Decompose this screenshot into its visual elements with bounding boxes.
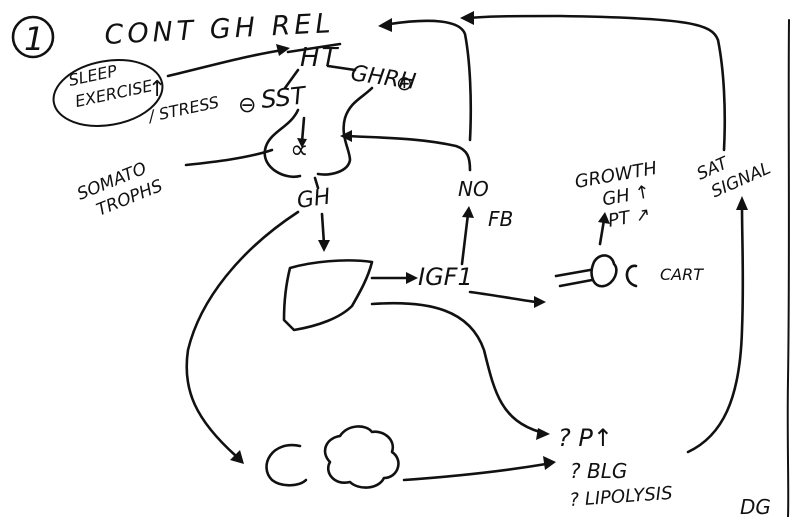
fat-to-effects-arrow: [402, 462, 548, 482]
liver-to-igf-arrowhead: [406, 272, 418, 284]
liver-to-effects-arrowhead: [536, 428, 550, 440]
sst-sign: ⊖: [238, 93, 256, 118]
sleep-exercise-circle: [52, 59, 164, 127]
igf-to-plate-line: [468, 290, 538, 304]
sleep-to-ht-arrowhead: [276, 44, 290, 56]
feedback-to-ht-arrowhead: [378, 18, 392, 32]
sst-down-arrow: [300, 116, 306, 144]
igf1-label: IGF1: [418, 263, 473, 291]
igf-to-fb-arrow: [460, 212, 470, 266]
gh-label: GH: [295, 185, 332, 214]
signal-to-top-arrowhead: [460, 11, 474, 25]
section-number-circle: [11, 15, 55, 59]
plate-line-lower: [558, 278, 594, 288]
feedback-to-pituitary-arrowhead: [340, 130, 352, 142]
sleep-to-ht-arrow: [166, 48, 285, 78]
somatotrophs-label: SOMATO TROPHS: [74, 156, 165, 226]
plate-up-arrowhead: [598, 212, 610, 224]
ghrh-sign: ⊕: [396, 71, 413, 95]
signal-to-top-line: [468, 14, 727, 152]
effect-lipolysis: ? LIPOLYSIS: [569, 483, 673, 511]
no-label: NO: [458, 177, 489, 201]
gh-down-arrow: [320, 212, 326, 246]
liver-to-effects-curve: [370, 301, 542, 434]
effect-protein: ? P↑: [558, 424, 613, 452]
plate-up-arrow: [598, 218, 606, 246]
effects-to-signal-arrowhead: [736, 196, 748, 210]
somatotrophs-pointer: [184, 148, 274, 167]
sleep-exercise-arrow: ↑: [148, 77, 166, 102]
fat-to-effects-arrowhead: [543, 456, 556, 470]
sst-label: SST: [260, 81, 309, 114]
liver-shape: [282, 259, 374, 332]
pit-to-gh-arrow: [313, 176, 320, 190]
feedback-to-pituitary-line: [346, 134, 472, 172]
fb-label: FB: [488, 207, 513, 231]
ht-to-ghrh-arrow: [326, 64, 357, 72]
igf-to-plate-arrowhead: [534, 296, 546, 308]
effects-to-signal-line: [686, 204, 745, 454]
sst-down-arrowhead: [297, 138, 307, 148]
section-number: 1: [24, 20, 44, 58]
plate-line-upper: [554, 268, 592, 278]
adipose-arc: [265, 443, 308, 487]
cartilage-arc: [625, 264, 638, 288]
cartilage-label: CART: [660, 265, 704, 284]
adipose-cloud: [323, 425, 400, 489]
feedback-to-ht-line: [388, 19, 473, 142]
gh-down-arrowhead: [318, 240, 330, 252]
gh-to-fat-arc: [185, 210, 300, 458]
somatotroph-symbol: ∝: [290, 135, 309, 165]
cut-off-text: DG: [740, 495, 771, 517]
ht-to-sst-arrow: [283, 68, 300, 90]
pituitary-left-wall: [263, 108, 302, 179]
neg-feedback-label: NO FB: [458, 177, 513, 231]
pituitary-right-wall: [316, 86, 374, 176]
page-edge-line: [786, 19, 790, 517]
igf-to-fb-arrowhead: [462, 206, 474, 218]
bone-head: [590, 254, 618, 288]
sat-signal-label: SAT SIGNAL: [694, 138, 774, 204]
gh-to-fat-arrowhead: [230, 450, 244, 464]
ht-overline: [286, 42, 342, 54]
effect-blood-glucose: ? BLG: [570, 459, 627, 483]
growth-label: GROWTH GH ↑ PT ↗: [573, 157, 672, 236]
